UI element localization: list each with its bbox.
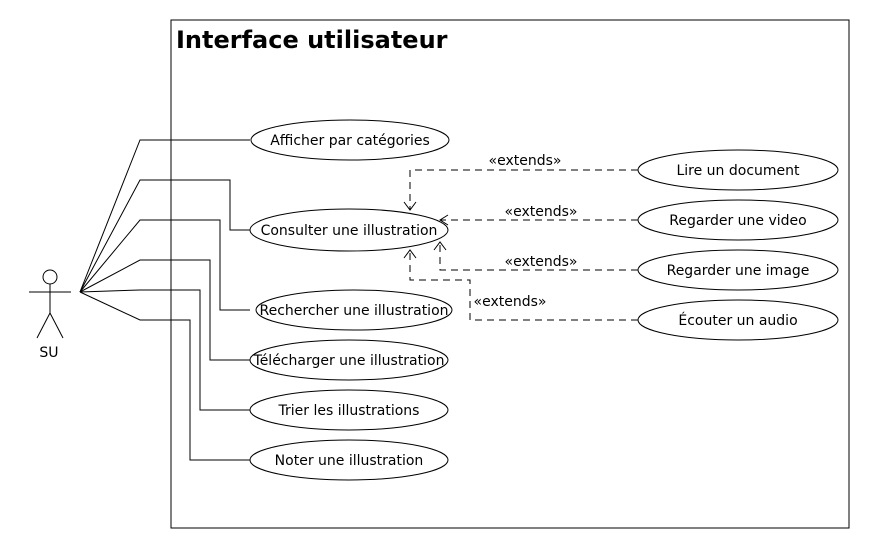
assoc-afficher [79,139,250,293]
extends-label-2: «extends» [505,204,578,220]
assoc-telecharger [79,259,250,361]
system-title: Interface utilisateur [176,26,448,54]
extends-regarder-video-arrow [439,214,449,226]
extends-ecouter-arrow [403,249,417,259]
use-case-rechercher[interactable]: Rechercher une illustration [255,289,453,331]
extends-label-3: «extends» [505,254,578,270]
use-case-rechercher-label: Rechercher une illustration [259,303,448,319]
use-case-regarder-video[interactable]: Regarder une video [637,199,839,241]
extends-lire-arrow [403,201,417,211]
extends-ecouter [409,250,638,321]
system-boundary [170,19,850,529]
use-case-afficher[interactable]: Afficher par catégories [250,119,450,161]
use-case-regarder-image-label: Regarder une image [667,263,810,279]
extends-regarder-image [439,242,638,271]
actor-su[interactable]: SU [29,269,71,361]
use-case-noter-label: Noter une illustration [275,453,424,469]
extends-label-4: «extends» [474,294,547,310]
use-case-regarder-video-label: Regarder une video [669,213,806,229]
assoc-consulter [79,179,250,293]
assoc-trier [79,289,250,411]
use-case-ecouter[interactable]: Écouter un audio [637,299,839,341]
use-case-telecharger[interactable]: Télécharger une illustration [249,339,449,381]
use-case-noter[interactable]: Noter une illustration [249,439,449,481]
use-case-trier-label: Trier les illustrations [278,403,420,419]
extends-lire [409,169,638,210]
use-case-afficher-label: Afficher par catégories [270,133,430,149]
extends-regarder-image-arrow [433,241,447,251]
extends-label-1: «extends» [489,153,562,169]
use-case-trier[interactable]: Trier les illustrations [249,389,449,431]
use-case-ecouter-label: Écouter un audio [678,312,797,329]
actor-name: SU [39,345,58,361]
assoc-noter [79,291,250,461]
actor-right-leg [49,312,64,339]
actor-head [42,269,58,285]
assoc-rechercher [79,219,250,311]
use-case-consulter[interactable]: Consulter une illustration [249,208,449,252]
use-case-consulter-label: Consulter une illustration [261,223,438,239]
use-case-regarder-image[interactable]: Regarder une image [637,249,839,291]
use-case-lire-label: Lire un document [676,163,800,179]
actor-left-leg [36,312,51,339]
use-case-lire[interactable]: Lire un document [637,149,839,191]
use-case-telecharger-label: Télécharger une illustration [253,353,445,369]
